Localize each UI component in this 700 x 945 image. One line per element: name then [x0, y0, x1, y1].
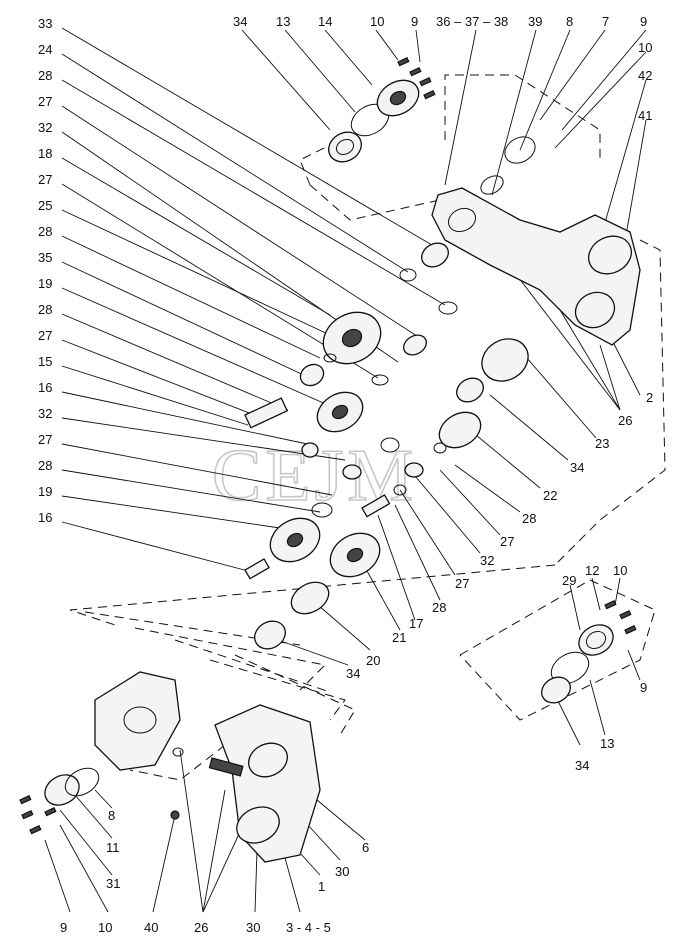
callout-27: 27: [38, 94, 52, 109]
callout-26: 26: [618, 413, 632, 428]
callout-28: 28: [38, 302, 52, 317]
callout-42: 42: [638, 68, 652, 83]
callouts-middle: 2 26 23 34 22 28 27 32 27 28 17 21 20 34: [346, 390, 653, 681]
callout-34: 34: [575, 758, 589, 773]
callout-34: 34: [570, 460, 584, 475]
callout-17: 17: [409, 616, 423, 631]
callout-9: 9: [411, 14, 418, 29]
callout-20: 20: [366, 653, 380, 668]
callout-16: 16: [38, 380, 52, 395]
top-seal-assembly: [328, 56, 436, 163]
callout-26: 26: [194, 920, 208, 935]
callout-10: 10: [613, 563, 627, 578]
callout-10: 10: [370, 14, 384, 29]
right-seal-assembly: [541, 599, 637, 704]
callout-9: 9: [60, 920, 67, 935]
callout-7: 7: [602, 14, 609, 29]
callout-27: 27: [38, 172, 52, 187]
bolts-top: [397, 56, 436, 100]
callout-25: 25: [38, 198, 52, 213]
upper-housing: [431, 136, 641, 346]
callout-11: 11: [106, 840, 120, 855]
callout-27: 27: [38, 432, 52, 447]
callout-10: 10: [98, 920, 112, 935]
gear-train: [244, 242, 529, 650]
callout-8: 8: [566, 14, 573, 29]
callout-27: 27: [500, 534, 514, 549]
callout-6: 6: [362, 840, 369, 855]
callout-22: 22: [543, 488, 557, 503]
callout-13: 13: [276, 14, 290, 29]
callout-32: 32: [480, 553, 494, 568]
callout-36-37-38: 36 – 37 – 38: [436, 14, 508, 29]
callout-34: 34: [346, 666, 360, 681]
callout-12: 12: [585, 563, 599, 578]
callout-24: 24: [38, 42, 52, 57]
callout-9: 9: [640, 680, 647, 695]
callout-27: 27: [38, 328, 52, 343]
callout-40: 40: [144, 920, 158, 935]
callout-19: 19: [38, 484, 52, 499]
callout-10: 10: [638, 40, 652, 55]
callout-31: 31: [106, 876, 120, 891]
callout-23: 23: [595, 436, 609, 451]
callout-28: 28: [522, 511, 536, 526]
callout-9: 9: [640, 14, 647, 29]
callout-39: 39: [528, 14, 542, 29]
callout-33: 33: [38, 16, 52, 31]
callout-8: 8: [108, 808, 115, 823]
callout-1: 1: [318, 879, 325, 894]
callout-30: 30: [246, 920, 260, 935]
callout-32: 32: [38, 120, 52, 135]
callout-30: 30: [335, 864, 349, 879]
callout-28: 28: [38, 68, 52, 83]
callouts-lower-right: 29 12 10 9 13 34: [562, 563, 647, 773]
callout-34: 34: [233, 14, 247, 29]
callout-15: 15: [38, 354, 52, 369]
callout-18: 18: [38, 146, 52, 161]
callout-16: 16: [38, 510, 52, 525]
assembly-dashed-lines: [69, 74, 666, 781]
callout-32: 32: [38, 406, 52, 421]
callouts-bottom: 6 30 1 8 11 31 9 10 40 26 30 3 - 4 - 5: [60, 808, 369, 935]
callout-2: 2: [646, 390, 653, 405]
callout-35: 35: [38, 250, 52, 265]
callout-13: 13: [600, 736, 614, 751]
callout-28: 28: [432, 600, 446, 615]
lower-housing: [19, 671, 321, 863]
callout-28: 28: [38, 224, 52, 239]
callout-14: 14: [318, 14, 332, 29]
callout-3-4-5: 3 - 4 - 5: [286, 920, 331, 935]
callout-19: 19: [38, 276, 52, 291]
callouts-top: 34 13 14 10 9 36 – 37 – 38 39 8 7 9 10 4…: [233, 14, 652, 123]
callout-21: 21: [392, 630, 406, 645]
callout-41: 41: [638, 108, 652, 123]
callout-28: 28: [38, 458, 52, 473]
callout-27: 27: [455, 576, 469, 591]
callout-29: 29: [562, 573, 576, 588]
callouts-left: 33 24 28 27 32 18 27 25 28 35 19 28 27 1…: [38, 16, 52, 525]
